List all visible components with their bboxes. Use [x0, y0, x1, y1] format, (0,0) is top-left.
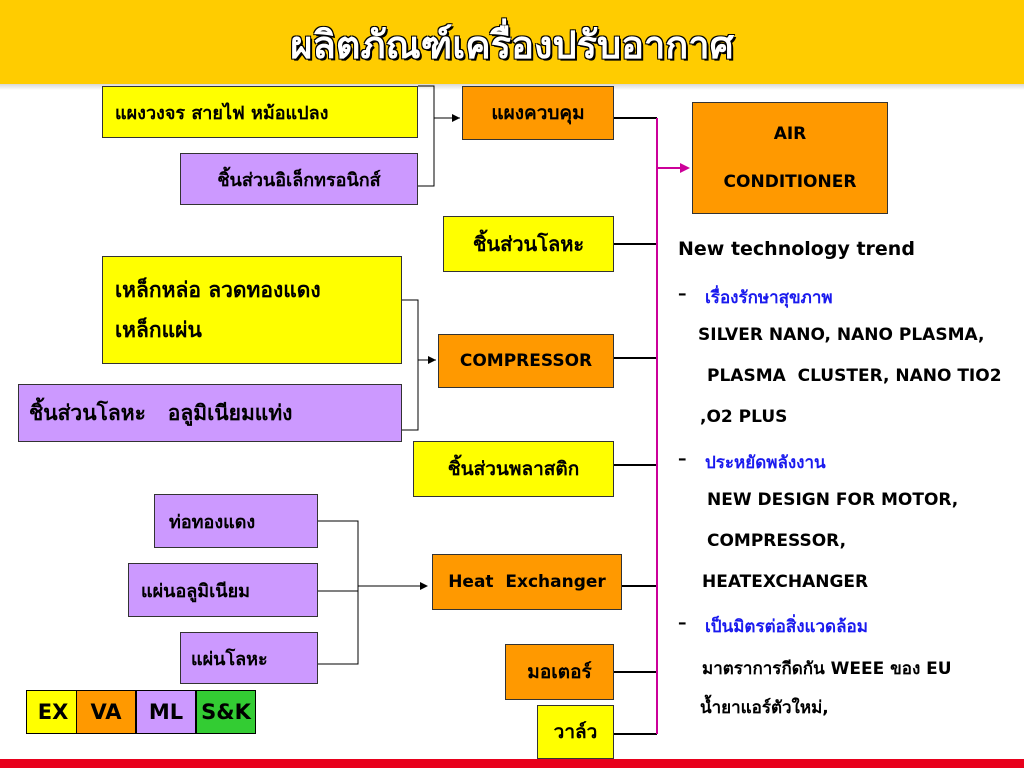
energy-line-2: COMPRESSOR,	[707, 531, 847, 551]
electronic-parts-box: ชิ้นส่วนอิเล็กทรอนิกส์	[180, 153, 418, 205]
conditioner-label: CONDITIONER	[723, 172, 857, 192]
copper-pipe-label: ท่อทองแดง	[169, 511, 256, 533]
legend-ex: EX	[26, 690, 80, 734]
health-line-1: SILVER NANO, NANO PLASMA,	[698, 325, 985, 345]
metal-parts-label: ชิ้นส่วนโลหะ	[472, 232, 585, 256]
dash-environment: –	[678, 613, 687, 633]
legend-va-label: VA	[90, 700, 122, 724]
copper-pipe-box: ท่อทองแดง	[154, 494, 318, 548]
motor-box: มอเตอร์	[505, 644, 614, 700]
trend-heading: New technology trend	[678, 238, 915, 260]
health-line-2: PLASMA CLUSTER, NANO TIO2	[707, 366, 1002, 386]
heat-exchanger-box: Heat Exchanger	[432, 554, 622, 610]
control-panel-label: แผงควบคุม	[491, 102, 585, 124]
plastic-parts-box: ชิ้นส่วนพลาสติก	[413, 441, 614, 497]
energy-line-1: NEW DESIGN FOR MOTOR,	[707, 490, 959, 510]
environment-line-2: น้ำยาแอร์ตัวใหม่,	[700, 698, 829, 718]
circuit-box: แผงวงจร สายไฟ หม้อแปลง	[102, 86, 418, 138]
steel-copper-label-1: เหล็กหล่อ ลวดทองแดง	[115, 278, 321, 302]
valve-box: วาล์ว	[537, 705, 614, 759]
aluminium-sheet-box: แผ่นอลูมิเนียม	[128, 563, 318, 617]
legend-sk-label: S&K	[201, 700, 251, 724]
metal-sheet-box: แผ่นโลหะ	[180, 632, 318, 684]
environment-line-1: มาตราการกีดกัน WEEE ของ EU	[702, 659, 952, 679]
dash-energy: –	[678, 449, 687, 469]
metal-sheet-label: แผ่นโลหะ	[191, 648, 268, 670]
bottom-accent-bar	[0, 759, 1024, 768]
legend-va: VA	[76, 690, 136, 734]
legend-ml-label: ML	[148, 700, 184, 724]
compressor-label: COMPRESSOR	[459, 351, 593, 371]
steel-sheet-label: เหล็กแผ่น	[115, 318, 202, 342]
title-bar	[0, 0, 1024, 84]
circuit-label: แผงวงจร สายไฟ หม้อแปลง	[115, 102, 329, 124]
plastic-parts-label: ชิ้นส่วนพลาสติก	[447, 458, 580, 480]
dash-health: –	[678, 284, 687, 304]
energy-heading: ประหยัดพลังงาน	[705, 453, 826, 473]
metal-aluminium-box: ชิ้นส่วนโลหะ อลูมิเนียมแท่ง	[18, 384, 402, 442]
health-heading: เรื่องรักษาสุขภาพ	[705, 288, 833, 308]
electronic-parts-label: ชิ้นส่วนอิเล็กทรอนิกส์	[217, 169, 381, 191]
health-line-3: ,O2 PLUS	[700, 407, 788, 427]
motor-label: มอเตอร์	[527, 661, 592, 683]
legend-ex-label: EX	[37, 700, 69, 724]
energy-line-3: HEATEXCHANGER	[702, 572, 869, 592]
heat-exchanger-label: Heat Exchanger	[448, 572, 606, 592]
legend-ml: ML	[136, 690, 196, 734]
valve-label: วาล์ว	[553, 721, 598, 743]
steel-copper-box: เหล็กหล่อ ลวดทองแดง เหล็กแผ่น	[102, 256, 402, 364]
page-title: ผลิตภัณฑ์เครื่องปรับอากาศ	[290, 23, 734, 67]
aluminium-sheet-label: แผ่นอลูมิเนียม	[141, 580, 251, 602]
metal-parts-box: ชิ้นส่วนโลหะ	[443, 216, 614, 272]
legend-sk: S&K	[196, 690, 256, 734]
control-panel-box: แผงควบคุม	[462, 86, 614, 140]
air-conditioner-box: AIR CONDITIONER	[692, 102, 888, 214]
environment-heading: เป็นมิตรต่อสิ่งแวดล้อม	[705, 617, 868, 637]
air-label: AIR	[773, 124, 807, 144]
metal-aluminium-label: ชิ้นส่วนโลหะ อลูมิเนียมแท่ง	[29, 400, 293, 425]
compressor-box: COMPRESSOR	[438, 334, 614, 388]
